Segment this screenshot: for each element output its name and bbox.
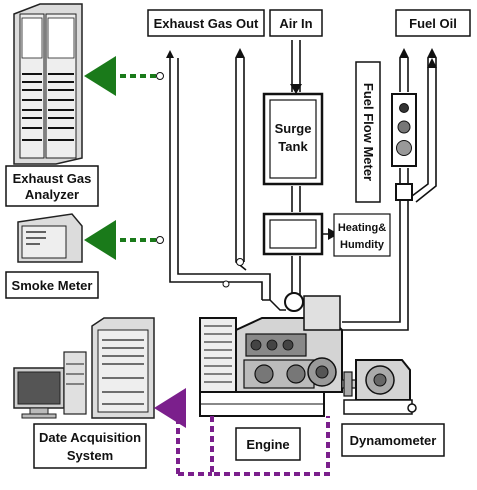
exhaust-analyzer-label-1: Exhaust Gas bbox=[13, 171, 92, 186]
heating-label-2: Humdity bbox=[340, 239, 385, 251]
desktop-computer-icon bbox=[13, 317, 155, 419]
fuel-flow-meter-icon bbox=[391, 93, 417, 201]
fuel-line bbox=[342, 58, 437, 331]
daq-label-1: Date Acquisition bbox=[39, 430, 141, 445]
fuel-flow-meter-label-box bbox=[355, 61, 381, 203]
heating-label-1: Heating& bbox=[338, 222, 386, 234]
exhaust-out-arrow bbox=[235, 48, 245, 58]
air-intake-pipe bbox=[291, 40, 301, 296]
exhaust-pipe bbox=[169, 58, 271, 300]
fuel-oil-label: Fuel Oil bbox=[409, 16, 457, 31]
smoke-meter-label: Smoke Meter bbox=[12, 278, 93, 293]
exhaust-gas-out-label: Exhaust Gas Out bbox=[154, 16, 259, 31]
fuel-oil-label-box bbox=[395, 9, 471, 37]
surge-tank-label-2: Tank bbox=[278, 139, 308, 154]
exhaust-gas-out-label-box bbox=[147, 9, 265, 37]
diesel-engine-icon bbox=[199, 292, 343, 417]
surge-tank bbox=[262, 92, 324, 186]
exhaust-analyzer-label-2: Analyzer bbox=[25, 187, 79, 202]
sample-valve-icon bbox=[156, 72, 244, 288]
smoke-meter-label-box bbox=[5, 271, 99, 299]
engine-label-box bbox=[235, 427, 301, 461]
smoke-meter-device-icon bbox=[17, 213, 83, 263]
heating-humidity-label-box bbox=[333, 213, 391, 257]
engine-label: Engine bbox=[246, 437, 289, 452]
exhaust-analyzer-cabinet-icon bbox=[13, 3, 83, 165]
air-in-label: Air In bbox=[279, 16, 312, 31]
exhaust-analyzer-label-box bbox=[5, 165, 99, 207]
daq-label-2: System bbox=[67, 448, 113, 463]
daq-label-box bbox=[33, 423, 147, 469]
dynamometer-label-box bbox=[341, 423, 445, 457]
air-in-label-box bbox=[269, 9, 323, 37]
surge-tank-label-1: Surge bbox=[275, 121, 312, 136]
dynamometer-icon bbox=[341, 359, 417, 415]
fuel-flow-meter-label: Fuel Flow Meter bbox=[361, 83, 376, 181]
dynamometer-label: Dynamometer bbox=[350, 433, 437, 448]
